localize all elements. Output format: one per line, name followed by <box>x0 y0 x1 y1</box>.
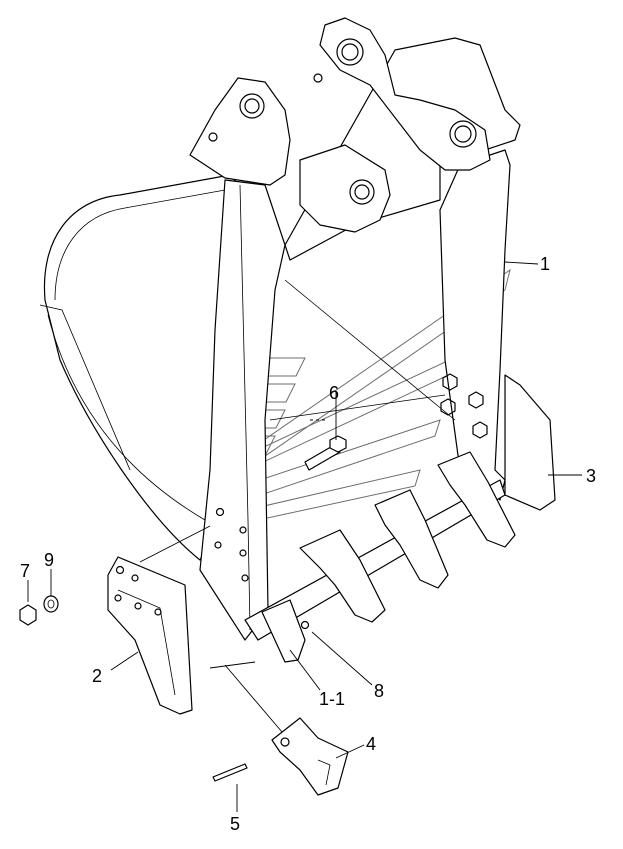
callout-6: 6 <box>329 383 339 403</box>
leader-lines <box>27 261 582 812</box>
callout-7: 7 <box>20 561 30 581</box>
callout-5: 5 <box>230 814 240 834</box>
callout-3: 3 <box>586 466 596 486</box>
nut <box>19 604 37 626</box>
callout-4: 4 <box>366 734 376 754</box>
washer <box>43 595 59 613</box>
bolt <box>304 435 347 471</box>
side-shroud <box>107 556 193 715</box>
bucket-body <box>39 17 521 641</box>
lock-pin <box>300 620 310 630</box>
pin <box>212 763 248 782</box>
callout-1-1: 1-1 <box>319 689 345 709</box>
callout-1: 1 <box>540 254 550 274</box>
callout-9: 9 <box>44 550 54 570</box>
side-cutter <box>504 374 556 511</box>
callout-2: 2 <box>92 666 102 686</box>
tooth <box>271 717 349 796</box>
bucket-teeth <box>261 451 516 663</box>
callout-8: 8 <box>374 681 384 701</box>
